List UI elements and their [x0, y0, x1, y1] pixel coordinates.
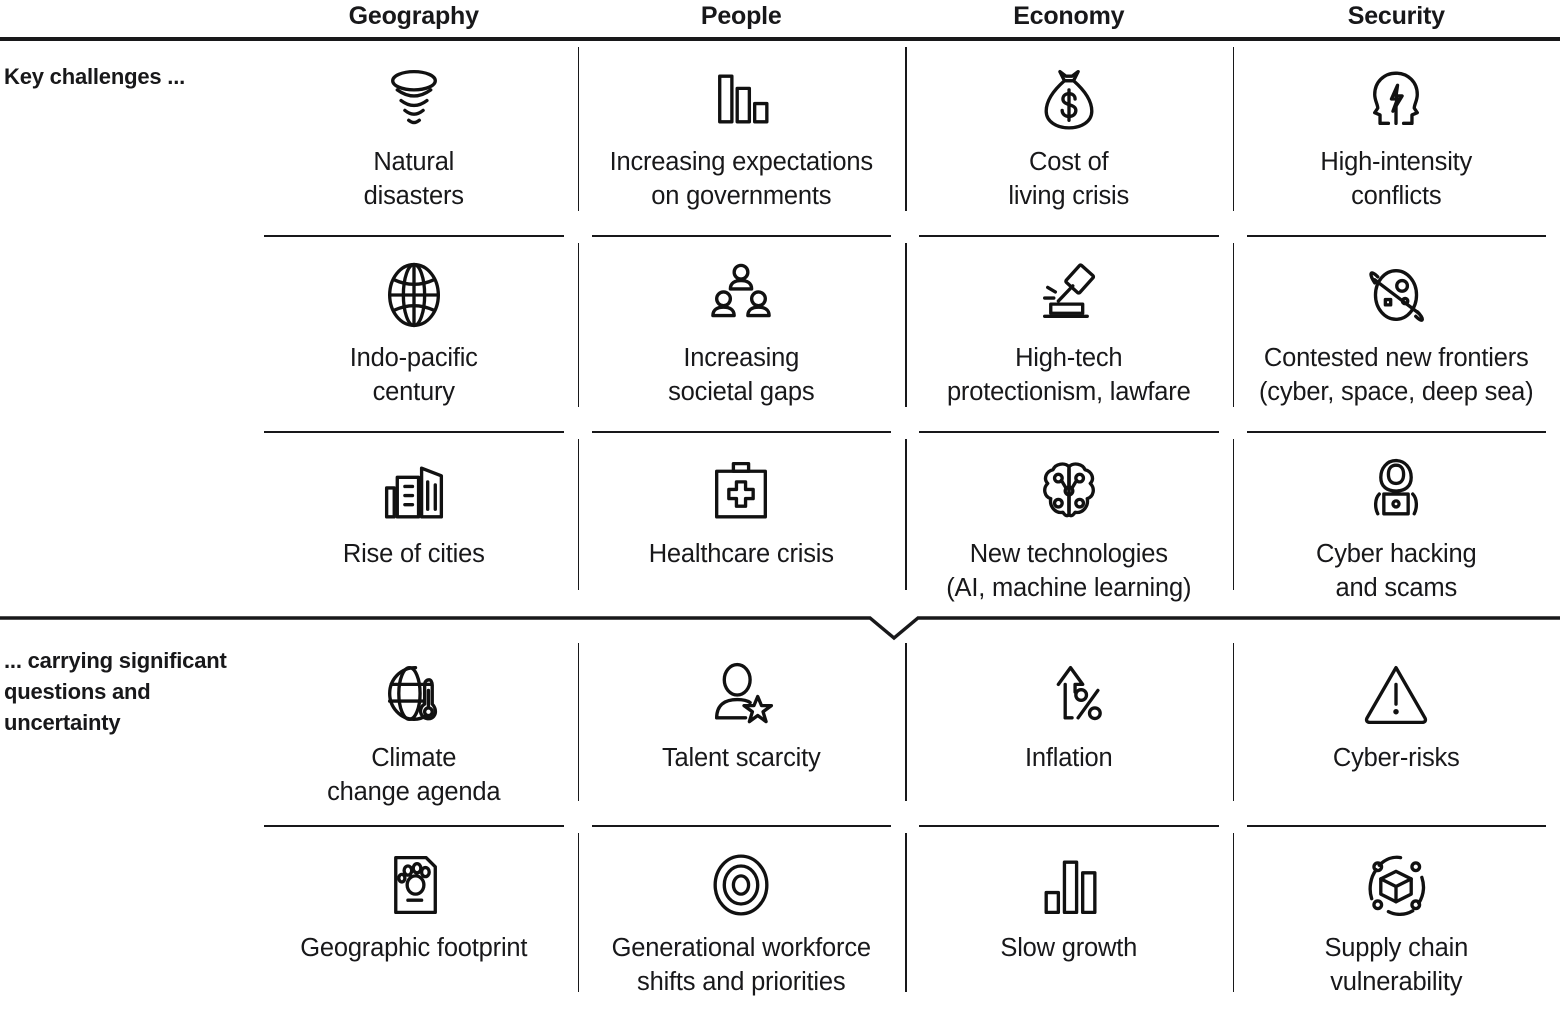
cell-economy-high-tech-protectionism[interactable]: High-tech protectionism, lawfare: [905, 237, 1233, 433]
column-header-people: People: [700, 2, 782, 30]
cell-label: Cost of living crisis: [1008, 148, 1130, 210]
cell-people-increasing-expectations[interactable]: Increasing expectations on governments: [577, 41, 906, 237]
cell-label: New technologies (AI, machine learning): [946, 540, 1192, 602]
brain-network-icon: [1031, 449, 1107, 533]
cell-security-high-intensity-conflicts[interactable]: High-intensity conflicts: [1232, 41, 1560, 237]
cell-security-cyber-hacking[interactable]: Cyber hacking and scams: [1232, 433, 1560, 616]
section-uncertainty: ... carrying significant questions and u…: [0, 637, 1560, 1018]
paw-document-icon: [376, 843, 452, 927]
money-bag-icon: [1031, 57, 1107, 141]
cell-label: Supply chain vulnerability: [1324, 934, 1469, 996]
column-header-economy: Economy: [1013, 2, 1125, 30]
globe-icon: [376, 253, 452, 337]
cell-label: Indo-pacific century: [349, 344, 478, 406]
section-label-uncertainty: ... carrying significant questions and u…: [4, 648, 227, 735]
cell-label: Generational workforce shifts and priori…: [611, 934, 871, 996]
cell-people-healthcare-crisis[interactable]: Healthcare crisis: [577, 433, 906, 616]
people-group-icon: [703, 253, 779, 337]
satellite-orbit-icon: [1358, 253, 1434, 337]
cell-label: Inflation: [1024, 744, 1113, 772]
table-row: Geographic footprint Generational workfo…: [250, 827, 1560, 1018]
table-row: Rise of cities Healthcare crisis: [250, 433, 1560, 616]
column-header-security: Security: [1347, 2, 1445, 30]
arrow-up-percent-icon: [1031, 653, 1107, 737]
cell-economy-slow-growth[interactable]: Slow growth: [905, 827, 1233, 1018]
cell-label: Increasing expectations on governments: [609, 148, 874, 210]
cell-geography-climate-change-agenda[interactable]: Climate change agenda: [250, 637, 578, 827]
cell-people-generational-workforce[interactable]: Generational workforce shifts and priori…: [577, 827, 906, 1018]
cell-economy-new-technologies[interactable]: New technologies (AI, machine learning): [905, 433, 1233, 616]
cell-people-talent-scarcity[interactable]: Talent scarcity: [577, 637, 906, 827]
cell-geography-natural-disasters[interactable]: Natural disasters: [250, 41, 578, 237]
cell-label: Geographic footprint: [300, 934, 528, 962]
tornado-icon: [376, 57, 452, 141]
cell-label: High-tech protectionism, lawfare: [946, 344, 1191, 406]
cell-label: Cyber-risks: [1332, 744, 1460, 772]
cell-label: Natural disasters: [363, 148, 464, 210]
table-row: Climate change agenda Talent scarcity: [250, 637, 1560, 827]
section-label-key-challenges: Key challenges ...: [4, 64, 186, 89]
column-header-geography: Geography: [348, 2, 479, 30]
cell-label: Slow growth: [1000, 934, 1138, 962]
header-divider-rule: [0, 37, 1560, 41]
person-star-icon: [703, 653, 779, 737]
section-key-challenges: Key challenges ... Natural disasters: [0, 41, 1560, 616]
cell-label: Contested new frontiers (cyber, space, d…: [1259, 344, 1534, 406]
column-header-row: Geography People Economy Security: [0, 0, 1560, 38]
cell-people-increasing-societal-gaps[interactable]: Increasing societal gaps: [577, 237, 906, 433]
grid-uncertainty: Climate change agenda Talent scarcity: [250, 637, 1560, 1018]
cell-security-supply-chain-vulnerability[interactable]: Supply chain vulnerability: [1232, 827, 1560, 1018]
table-row: Natural disasters Increasing expectation…: [250, 41, 1560, 237]
cell-geography-geographic-footprint[interactable]: Geographic footprint: [250, 827, 578, 1018]
grid-key-challenges: Natural disasters Increasing expectation…: [250, 41, 1560, 616]
cell-label: Climate change agenda: [327, 744, 501, 806]
cube-orbit-icon: [1358, 843, 1434, 927]
cell-security-contested-new-frontiers[interactable]: Contested new frontiers (cyber, space, d…: [1232, 237, 1560, 433]
cell-economy-cost-of-living[interactable]: Cost of living crisis: [905, 41, 1233, 237]
concentric-circles-icon: [703, 843, 779, 927]
cell-geography-rise-of-cities[interactable]: Rise of cities: [250, 433, 578, 616]
first-aid-kit-icon: [703, 449, 779, 533]
bar-chart-icon: [703, 57, 779, 141]
globe-thermometer-icon: [376, 653, 452, 737]
bar-chart-growth-icon: [1031, 843, 1107, 927]
cell-label: Healthcare crisis: [648, 540, 834, 568]
cell-label: Rise of cities: [342, 540, 485, 568]
header-spacer: [0, 0, 250, 38]
gavel-icon: [1031, 253, 1107, 337]
hacker-laptop-icon: [1358, 449, 1434, 533]
table-row: Indo-pacific century Increasing so: [250, 237, 1560, 433]
cell-security-cyber-risks[interactable]: Cyber-risks: [1232, 637, 1560, 827]
cell-label: Increasing societal gaps: [668, 344, 815, 406]
cell-geography-indo-pacific-century[interactable]: Indo-pacific century: [250, 237, 578, 433]
cell-label: Cyber hacking and scams: [1316, 540, 1477, 602]
city-buildings-icon: [376, 449, 452, 533]
cell-label: High-intensity conflicts: [1320, 148, 1473, 210]
head-lightning-icon: [1358, 57, 1434, 141]
cell-economy-inflation[interactable]: Inflation: [905, 637, 1233, 827]
cell-label: Talent scarcity: [661, 744, 821, 772]
warning-triangle-icon: [1358, 653, 1434, 737]
